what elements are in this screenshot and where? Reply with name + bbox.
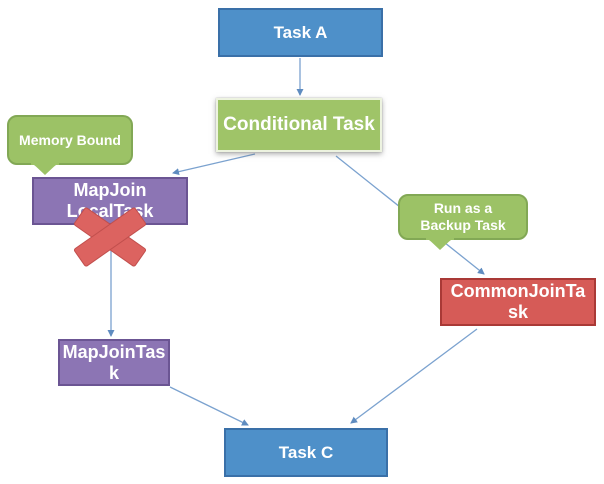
node-mapjointask: MapJoinTask: [58, 339, 170, 386]
node-conditional-task: Conditional Task: [216, 98, 382, 152]
node-conditional-task-label: Conditional Task: [223, 114, 375, 136]
edge-conditional-task-to-mapjoin-localtask: [172, 153, 256, 176]
callout-run-as-backup-label: Run as a Backup Task: [420, 200, 506, 233]
callout-memory-bound-tail: [29, 161, 61, 175]
node-mapjointask-label: MapJoinTask: [62, 341, 166, 383]
node-task-c-label: Task C: [278, 442, 334, 462]
node-commonjointask-label: CommonJoinTask: [450, 281, 586, 322]
edge-commonjointask-to-task-c: [350, 328, 478, 424]
node-mapjoin-localtask-label: MapJoin LocalTask: [66, 180, 154, 221]
node-commonjointask: CommonJoinTask: [440, 278, 596, 326]
node-task-a: Task A: [218, 8, 383, 57]
callout-run-as-backup: Run as a Backup Task: [398, 194, 528, 250]
edge-mapjointask-to-task-c: [169, 386, 249, 426]
callout-run-as-backup-tail: [424, 236, 456, 250]
node-mapjoin-localtask: MapJoin LocalTask: [32, 177, 188, 225]
callout-memory-bound-label: Memory Bound: [19, 131, 121, 148]
node-task-c: Task C: [224, 428, 388, 477]
callout-memory-bound: Memory Bound: [7, 115, 133, 175]
node-task-a-label: Task A: [273, 22, 328, 42]
